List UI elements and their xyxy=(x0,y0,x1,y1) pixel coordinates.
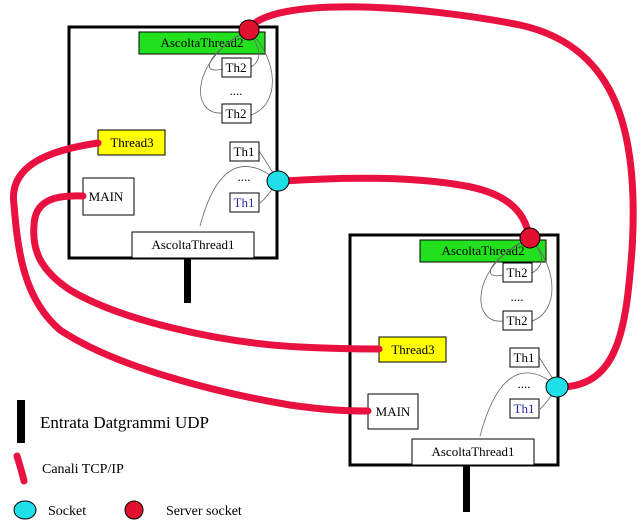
node-1-th2-top-box xyxy=(221,57,252,78)
node-1-th2-bottom-label: Th2 xyxy=(226,106,247,121)
node-1-th1-ellipsis: .... xyxy=(238,169,251,184)
node-1-th2-link xyxy=(247,29,273,116)
node-2-th2-link xyxy=(490,237,531,277)
node-2-th2-ellipsis: .... xyxy=(511,289,524,304)
node-1-ascolta-thread1-box xyxy=(131,231,255,259)
node-2-udp-entry-bar xyxy=(463,465,470,512)
node-2-th2-bottom-box xyxy=(502,310,533,331)
node-1-main-label: MAIN xyxy=(89,189,124,204)
node-2-th2-bottom-label: Th2 xyxy=(507,313,528,328)
node-1-th1-top-box xyxy=(229,141,260,162)
node-1-thread3-label: Thread3 xyxy=(110,135,153,150)
node-2-th2-link xyxy=(529,237,553,322)
node-2-th1-top-box xyxy=(509,347,540,368)
node-1-th1-top-label: Th1 xyxy=(234,144,255,159)
legend-udp-label: Entrata Datgrammi UDP xyxy=(40,413,209,432)
legend-udp-bar-icon xyxy=(17,400,25,443)
node-2-thread3-box xyxy=(378,336,447,363)
legend-tcp-label: Canali TCP/IP xyxy=(42,462,124,477)
legend-socket-icon xyxy=(13,500,37,520)
node-1-ascolta-thread1-label: AscoltaThread1 xyxy=(151,237,234,252)
node-1-th2-ellipsis: .... xyxy=(230,83,243,98)
node-1-th2-bottom-box xyxy=(221,103,252,124)
node-1-thread3-box xyxy=(97,129,166,156)
legend-server-socket-icon xyxy=(124,500,144,520)
legend: Entrata Datgrammi UDP Canali TCP/IP Sock… xyxy=(13,400,242,520)
legend-socket-label: Socket xyxy=(48,504,86,519)
node-2-th1-bottom-box xyxy=(509,398,540,419)
node-1-th1-bottom-label: Th1 xyxy=(234,195,255,210)
node-2: AscoltaThread2 Th2 .... Th2 Thread3 Th1 … xyxy=(348,233,560,512)
node-1-ascolta-thread2-label: AscoltaThread2 xyxy=(160,35,243,50)
node-2-ascolta-thread2-label: AscoltaThread2 xyxy=(441,243,524,258)
node-2-main-label: MAIN xyxy=(376,404,411,419)
node-1-server-socket-icon xyxy=(238,19,260,41)
node-1-udp-entry-bar xyxy=(184,258,191,303)
legend-server-socket-label: Server socket xyxy=(166,504,242,519)
node-1-th2-top-label: Th2 xyxy=(226,60,247,75)
node-2-ascolta-thread2-box xyxy=(419,239,547,263)
node-1-ascolta-thread2-box xyxy=(138,31,266,55)
node-2-th1-ellipsis: .... xyxy=(518,376,531,391)
legend-tcp-stroke-icon xyxy=(13,452,28,485)
tcp-channel xyxy=(280,174,533,241)
node-2-ascolta-thread1-box xyxy=(411,438,535,466)
node-1-th1-bottom-box xyxy=(229,192,260,213)
node-2-th2-top-label: Th2 xyxy=(507,265,528,280)
node-2-main-box xyxy=(367,393,419,430)
node-1-socket-icon xyxy=(266,170,290,192)
node-2-th1-top-label: Th1 xyxy=(514,350,535,365)
node-2-server-socket-icon xyxy=(519,227,541,249)
node-1-th1-link xyxy=(199,166,279,227)
node-1-th2-link xyxy=(200,29,249,114)
tcp-channel xyxy=(244,3,637,391)
node-2-th2-link xyxy=(480,237,531,322)
tcp-channels xyxy=(9,3,637,415)
node-2-ascolta-thread1-label: AscoltaThread1 xyxy=(431,444,514,459)
node-2-socket-icon xyxy=(545,376,569,398)
node-2-th1-bottom-label: Th1 xyxy=(514,401,535,416)
node-2-thread3-label: Thread3 xyxy=(391,342,434,357)
tcp-channel xyxy=(30,192,383,353)
node-2-th2-top-box xyxy=(502,262,533,283)
node-2-th1-link xyxy=(479,372,559,437)
node-1: AscoltaThread2 Th2 .... Th2 Thread3 Th1 … xyxy=(67,25,279,303)
tcp-channel xyxy=(9,139,372,415)
node-1-main-box xyxy=(82,177,135,216)
